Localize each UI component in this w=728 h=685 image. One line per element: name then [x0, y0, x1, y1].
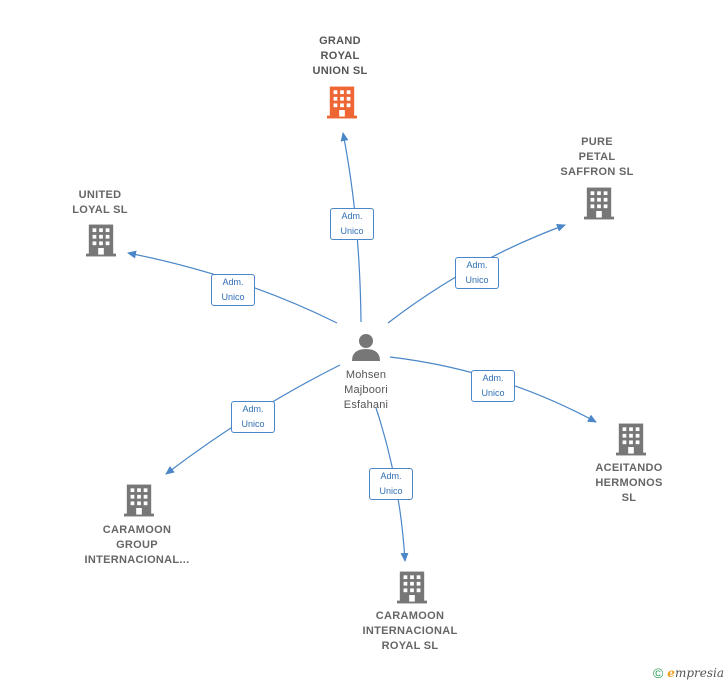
edge-label-role: Adm. Unico	[330, 208, 374, 240]
role-text: Adm.	[242, 404, 264, 414]
company-label-grand-royal-union[interactable]: GRAND ROYAL UNION SL	[312, 35, 368, 77]
person-name-line: Esfahani	[343, 399, 389, 411]
person-name[interactable]: Mohsen Majboori Esfahani	[316, 368, 416, 413]
edge-label-role: Adm. Unico	[231, 401, 275, 433]
role-text: Unico	[340, 226, 364, 236]
building-icon[interactable]	[616, 423, 646, 456]
person-name-line: Mohsen	[345, 369, 387, 381]
role-text: Unico	[241, 419, 265, 429]
role-text: Unico	[465, 275, 489, 285]
company-label-caramoon-internacional-royal[interactable]: CARAMOON INTERNACIONAL ROYAL SL	[362, 610, 458, 652]
building-icon[interactable]	[124, 484, 154, 517]
company-label-pure-petal-saffron[interactable]: PURE PETAL SAFFRON SL	[560, 136, 634, 178]
person-icon[interactable]	[352, 334, 380, 361]
edge-label-role: Adm. Unico	[455, 257, 499, 289]
role-text: Unico	[221, 292, 245, 302]
company-label-united-loyal[interactable]: UNITED LOYAL SL	[72, 189, 128, 216]
copyright-symbol: ©	[652, 665, 664, 681]
brand-name: mpresia	[674, 666, 724, 680]
role-text: Adm.	[341, 211, 363, 221]
company-label-aceitando-hermonos[interactable]: ACEITANDO HERMONOS SL	[595, 462, 663, 504]
edge-label-role: Adm. Unico	[471, 370, 515, 402]
role-text: Adm.	[222, 277, 244, 287]
role-text: Adm.	[466, 260, 488, 270]
building-icon[interactable]	[86, 224, 116, 257]
edge-label-role: Adm. Unico	[369, 468, 413, 500]
building-icon[interactable]	[584, 187, 614, 220]
role-text: Adm.	[380, 471, 402, 481]
role-text: Adm.	[482, 373, 504, 383]
building-icon[interactable]	[397, 571, 427, 604]
role-text: Unico	[379, 486, 403, 496]
company-label-caramoon-group[interactable]: CARAMOON GROUP INTERNACIONAL...	[84, 524, 190, 566]
empresia-watermark: © empresia	[653, 665, 724, 681]
building-icon[interactable]	[327, 86, 357, 119]
person-name-line: Majboori	[344, 384, 388, 396]
role-text: Unico	[481, 388, 505, 398]
brand-logo: empresia	[667, 666, 724, 680]
brand-initial: e	[667, 666, 675, 680]
edge-label-role: Adm. Unico	[211, 274, 255, 306]
